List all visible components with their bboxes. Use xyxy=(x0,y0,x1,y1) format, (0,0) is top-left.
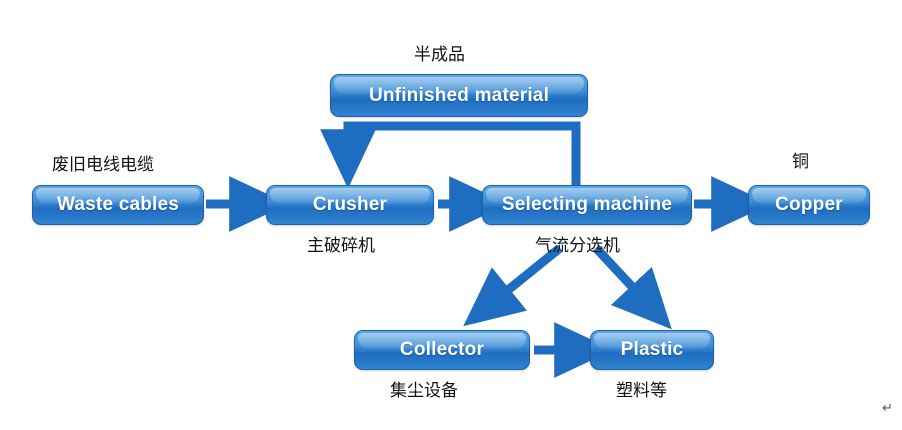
caption-waste-cables: 废旧电线电缆 xyxy=(52,155,154,175)
caption-copper: 铜 xyxy=(792,152,809,172)
edge-selecting-to-crusher-recirculation xyxy=(320,121,581,189)
caption-collector: 集尘设备 xyxy=(390,381,458,401)
caption-selecting-machine: 气流分选机 xyxy=(535,236,620,256)
node-label: Unfinished material xyxy=(368,84,550,106)
caption-unfinished-material: 半成品 xyxy=(414,45,465,65)
node-label: Collector xyxy=(399,339,485,360)
node-waste-cables[interactable]: Waste cables xyxy=(32,185,204,225)
node-crusher[interactable]: Crusher xyxy=(266,185,434,225)
edge-selecting-to-plastic xyxy=(592,244,672,330)
caption-plastic: 塑料等 xyxy=(616,381,667,401)
paragraph-mark: ↵ xyxy=(882,400,893,415)
node-unfinished-material[interactable]: Unfinished material xyxy=(330,74,588,117)
caption-crusher: 主破碎机 xyxy=(307,236,375,256)
node-label: Plastic xyxy=(620,339,684,360)
node-selecting-machine[interactable]: Selecting machine xyxy=(482,185,692,225)
edge-selecting-to-collector xyxy=(463,244,563,327)
node-plastic[interactable]: Plastic xyxy=(590,330,714,370)
node-label: Waste cables xyxy=(56,194,180,215)
node-label: Crusher xyxy=(312,194,388,215)
node-copper[interactable]: Copper xyxy=(748,185,870,225)
node-collector[interactable]: Collector xyxy=(354,330,530,370)
node-label: Copper xyxy=(775,194,843,215)
node-label: Selecting machine xyxy=(501,194,673,215)
